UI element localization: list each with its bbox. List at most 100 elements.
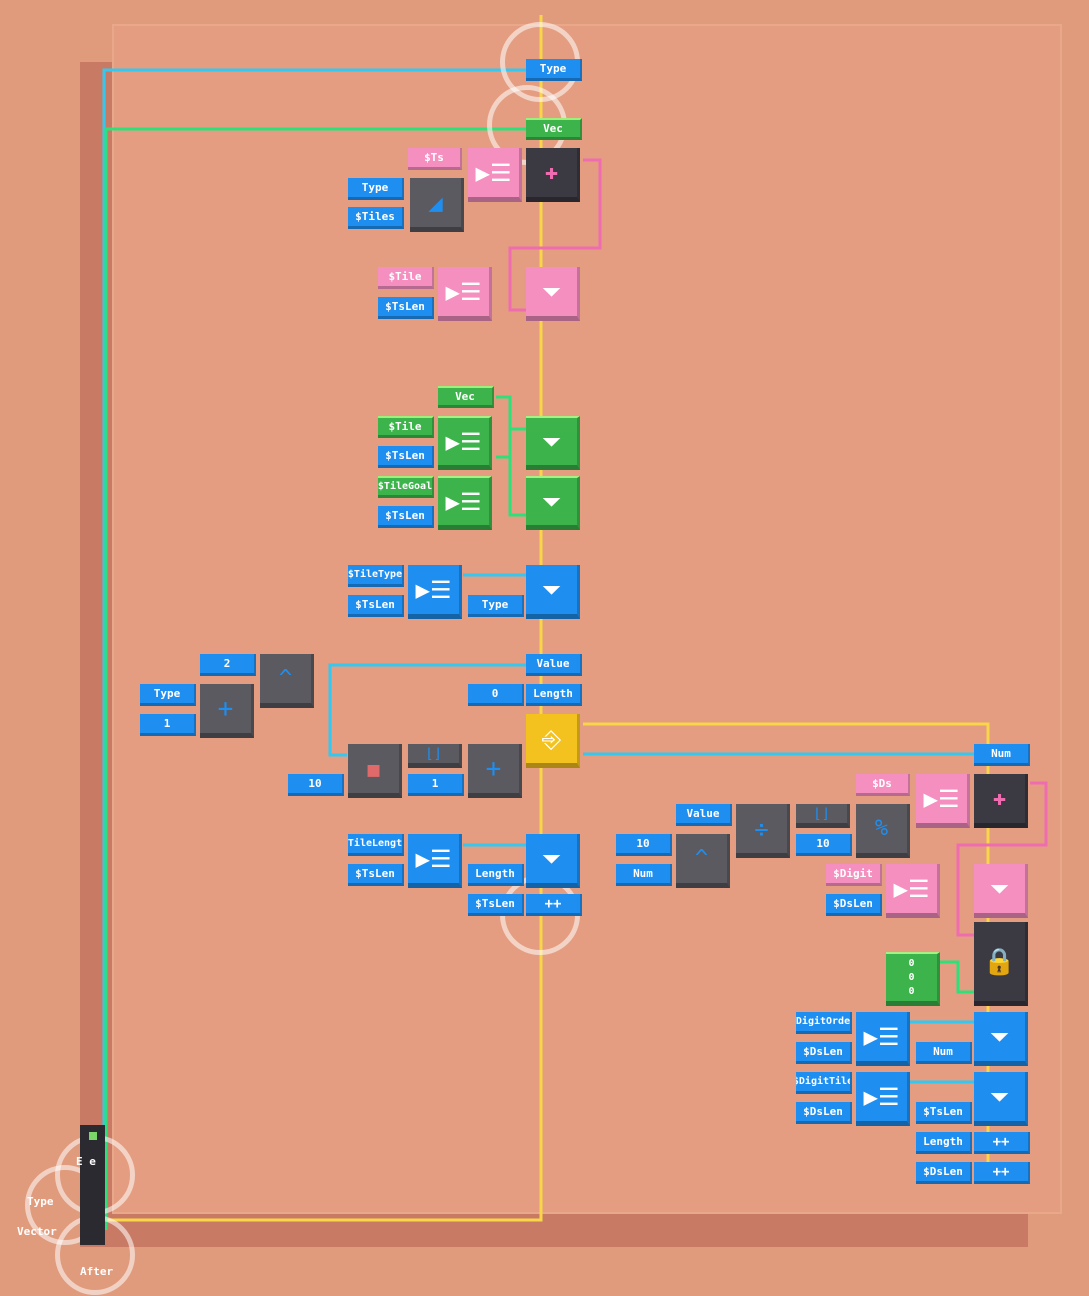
tilegoal-variable[interactable]: $TileGoal xyxy=(378,476,434,498)
matrix-value: 0 xyxy=(908,971,915,983)
modulo-node[interactable]: % xyxy=(856,804,910,858)
list-node-green[interactable]: ▶☰ xyxy=(438,416,492,470)
loop-node[interactable]: ⎆ xyxy=(526,714,580,768)
floor-node[interactable]: ⌊⌋ xyxy=(796,804,850,828)
length-label[interactable]: Length xyxy=(468,864,524,886)
tiles-label[interactable]: $Tiles xyxy=(348,207,404,229)
insert-node-blue[interactable]: ⏷ xyxy=(974,1012,1028,1066)
side-partial-label: E e xyxy=(76,1155,96,1168)
green-wire-vec-mid xyxy=(496,395,526,517)
insert-node-blue[interactable]: ⏷ xyxy=(526,565,580,619)
ds-variable[interactable]: $Ds xyxy=(856,774,910,796)
tslen-label[interactable]: $TsLen xyxy=(348,595,404,617)
matrix-literal[interactable]: 0 0 0 xyxy=(886,952,940,1006)
list-node-blue[interactable]: ▶☰ xyxy=(408,834,462,888)
list-node[interactable]: ▶☰ xyxy=(468,148,522,202)
type-label[interactable]: Type xyxy=(348,178,404,200)
tslen-label[interactable]: $TsLen xyxy=(348,864,404,886)
triangle-list-icon: ▶☰ xyxy=(445,487,482,516)
digit-variable[interactable]: $Digit xyxy=(826,864,882,886)
vec-label[interactable]: Vec xyxy=(438,386,494,408)
insert-node[interactable]: ⏷ xyxy=(974,864,1028,918)
side-pin xyxy=(89,1132,97,1140)
length-label[interactable]: Length xyxy=(526,684,582,706)
list-node-green[interactable]: ▶☰ xyxy=(438,476,492,530)
insert-down-icon: ⏷ xyxy=(541,277,562,306)
triangle-list-icon: ▶☰ xyxy=(863,1022,900,1051)
plus-icon: + xyxy=(217,693,234,724)
power-node[interactable]: ^ xyxy=(260,654,314,708)
tile-variable[interactable]: $Tile xyxy=(378,267,434,289)
insert-node[interactable]: ⏷ xyxy=(526,267,580,321)
list-node-blue[interactable]: ▶☰ xyxy=(856,1072,910,1126)
divide-node[interactable]: ÷ xyxy=(736,804,790,858)
increment-button[interactable]: ++ xyxy=(974,1162,1030,1184)
ten-literal[interactable]: 10 xyxy=(288,774,344,796)
dslen-label[interactable]: $DsLen xyxy=(796,1102,852,1124)
plus-node[interactable]: + xyxy=(200,684,254,738)
num-label[interactable]: Num xyxy=(974,744,1030,766)
floor-node[interactable]: ⌊⌋ xyxy=(408,744,462,768)
add-element-node[interactable]: ✚ xyxy=(526,148,580,202)
zero-literal[interactable]: 0 xyxy=(468,684,524,706)
tilelength-variable[interactable]: $TileLength xyxy=(348,834,404,856)
type-label[interactable]: Type xyxy=(468,595,524,617)
vector-input-pin[interactable]: Vector xyxy=(17,1225,57,1238)
num-label[interactable]: Num xyxy=(616,864,672,886)
value-label[interactable]: Value xyxy=(676,804,732,826)
type-label[interactable]: Type xyxy=(140,684,196,706)
num-label[interactable]: Num xyxy=(916,1042,972,1064)
insert-node-green[interactable]: ⏷ xyxy=(526,476,580,530)
percent-icon: % xyxy=(874,816,889,841)
tslen-label[interactable]: $TsLen xyxy=(916,1102,972,1124)
function-side-panel[interactable] xyxy=(80,1125,105,1245)
plus-icon: + xyxy=(485,753,502,784)
triangle-list-icon: ▶☰ xyxy=(923,784,960,813)
matrix-value: 0 xyxy=(908,985,915,997)
vec-input-label[interactable]: Vec xyxy=(526,118,582,140)
length-label[interactable]: Length xyxy=(916,1132,972,1154)
list-node-blue[interactable]: ▶☰ xyxy=(408,565,462,619)
list-node[interactable]: ▶☰ xyxy=(438,267,492,321)
tile-variable-green[interactable]: $Tile xyxy=(378,416,434,438)
random-apple-icon: ■ xyxy=(367,756,380,781)
add-element-node[interactable]: ✚ xyxy=(974,774,1028,828)
increment-button[interactable]: ++ xyxy=(526,894,582,916)
ten-literal[interactable]: 10 xyxy=(796,834,852,856)
two-literal[interactable]: 2 xyxy=(200,654,256,676)
insert-node-blue[interactable]: ⏷ xyxy=(526,834,580,888)
insert-node-blue[interactable]: ⏷ xyxy=(974,1072,1028,1126)
ts-variable[interactable]: $Ts xyxy=(408,148,462,170)
list-node[interactable]: ▶☰ xyxy=(916,774,970,828)
lock-node[interactable]: 🔒 xyxy=(974,922,1028,1006)
dslen-label[interactable]: $DsLen xyxy=(796,1042,852,1064)
increment-button[interactable]: ++ xyxy=(974,1132,1030,1154)
ten-literal[interactable]: 10 xyxy=(616,834,672,856)
tslen-label[interactable]: $TsLen xyxy=(378,506,434,528)
insert-down-icon: ⏷ xyxy=(541,844,562,873)
tslen-label[interactable]: $TsLen xyxy=(378,446,434,468)
list-node[interactable]: ▶☰ xyxy=(886,864,940,918)
random-node[interactable]: ■ xyxy=(348,744,402,798)
after-output-pin[interactable]: After xyxy=(80,1265,114,1278)
one-literal[interactable]: 1 xyxy=(408,774,464,796)
insert-node-green[interactable]: ⏷ xyxy=(526,416,580,470)
one-literal[interactable]: 1 xyxy=(140,714,196,736)
type-input-pin[interactable]: Type xyxy=(27,1195,54,1208)
dslen-label[interactable]: $DsLen xyxy=(916,1162,972,1184)
tiletype-variable[interactable]: $TileType xyxy=(348,565,404,587)
digitorder-variable[interactable]: $DigitOrder xyxy=(796,1012,852,1034)
slope-node[interactable]: ◢ xyxy=(410,178,464,232)
digittile-variable[interactable]: $DigitTile xyxy=(796,1072,852,1094)
list-node-blue[interactable]: ▶☰ xyxy=(856,1012,910,1066)
green-wire-vec xyxy=(104,127,526,1230)
tslen-label[interactable]: $TsLen xyxy=(468,894,524,916)
plus-node[interactable]: + xyxy=(468,744,522,798)
dslen-label[interactable]: $DsLen xyxy=(826,894,882,916)
type-input-label[interactable]: Type xyxy=(526,59,582,81)
power-node[interactable]: ^ xyxy=(676,834,730,888)
tslen-label[interactable]: $TsLen xyxy=(378,297,434,319)
value-label[interactable]: Value xyxy=(526,654,582,676)
